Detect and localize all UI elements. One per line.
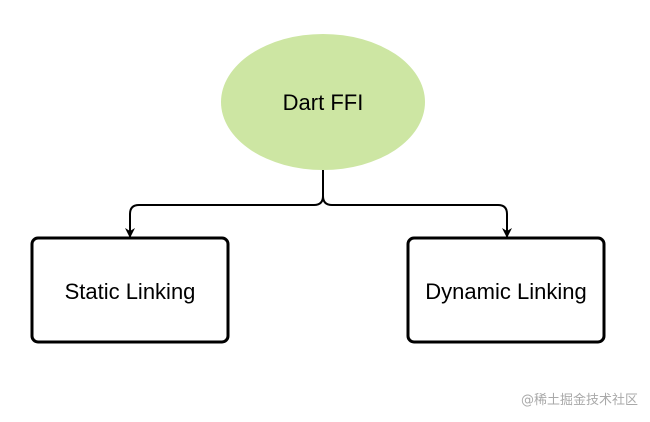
static-linking-node-label: Static Linking	[65, 279, 196, 304]
root-node-label: Dart FFI	[283, 90, 364, 115]
dynamic-linking-node[interactable]: Dynamic Linking	[406, 236, 606, 344]
dynamic-linking-node-shape	[406, 236, 606, 344]
root-node-shape	[221, 34, 425, 170]
root-node[interactable]: Dart FFI	[221, 34, 425, 170]
static-linking-node-shape	[30, 236, 230, 344]
watermark: @稀土掘金技术社区	[520, 393, 638, 408]
static-linking-node[interactable]: Static Linking	[30, 236, 230, 344]
dynamic-linking-node-label: Dynamic Linking	[425, 279, 586, 304]
edge-root-to-static-linking	[125, 170, 324, 238]
edge-root-to-dynamic-linking	[322, 170, 512, 238]
